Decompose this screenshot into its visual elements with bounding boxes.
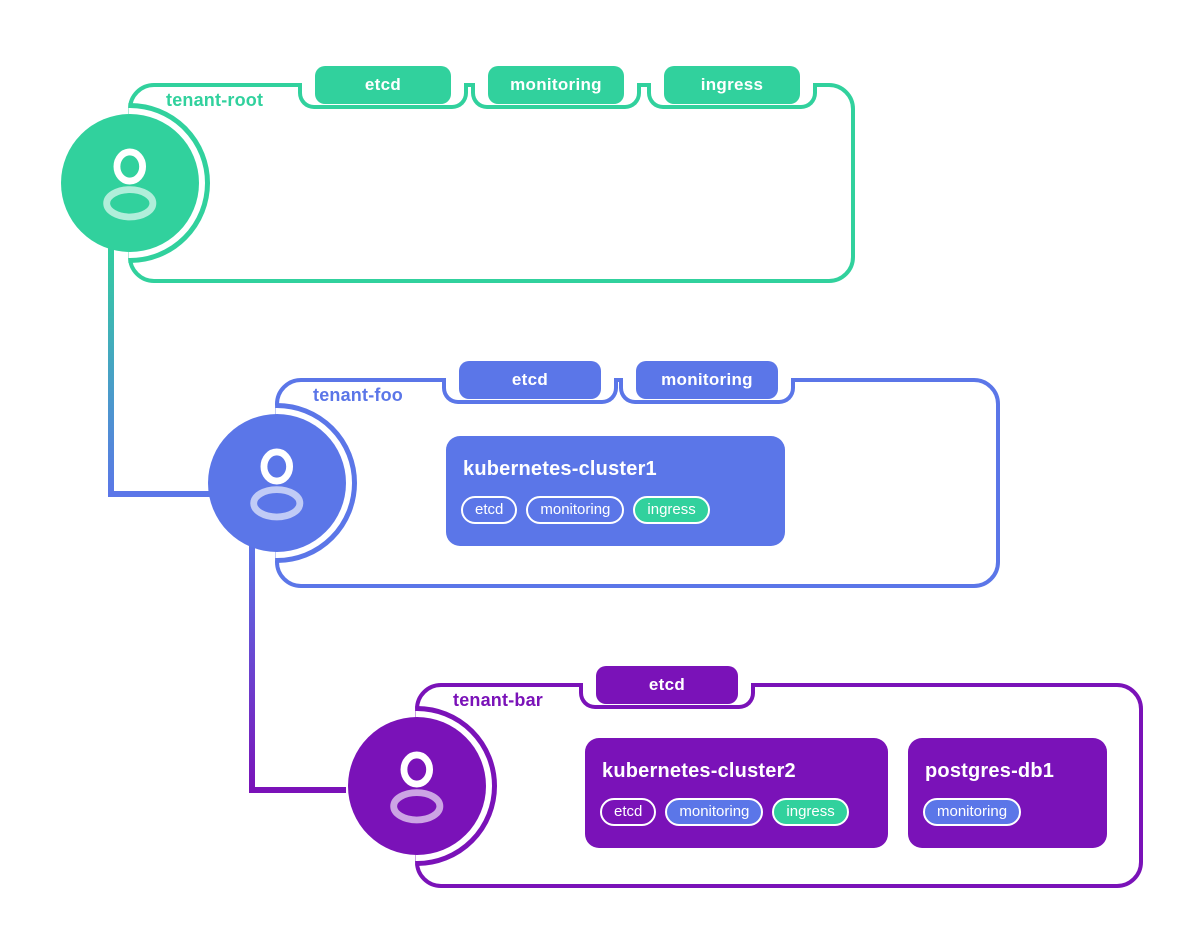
workload-card-kubernetes-cluster1: kubernetes-cluster1 etcd monitoring ingr… xyxy=(446,436,785,546)
person-icon xyxy=(348,716,486,855)
namespace-badge: monitoring xyxy=(636,361,778,399)
namespace-badge: etcd xyxy=(459,361,601,399)
tenant-avatar xyxy=(50,103,210,263)
capability-pill: monitoring xyxy=(923,798,1022,826)
workload-card-kubernetes-cluster2: kubernetes-cluster2 etcd monitoring ingr… xyxy=(585,738,888,848)
capability-pill: monitoring xyxy=(526,496,625,524)
workload-title: postgres-db1 xyxy=(925,760,1055,782)
namespace-badge: etcd xyxy=(596,666,738,704)
tenant-name-label: tenant-foo xyxy=(313,385,403,405)
namespace-socket: etcd xyxy=(442,361,618,404)
capability-pill: ingress xyxy=(633,496,710,524)
capability-pill: monitoring xyxy=(665,798,764,826)
namespace-socket: monitoring xyxy=(471,66,641,109)
namespace-socket: etcd xyxy=(579,666,755,709)
workload-title: kubernetes-cluster1 xyxy=(463,458,657,480)
workload-title: kubernetes-cluster2 xyxy=(602,760,796,782)
capability-pill-row: etcd monitoring ingress xyxy=(600,798,873,826)
connector-foo-to-bar-horizontal xyxy=(249,787,346,793)
connector-foo-to-bar-vertical xyxy=(249,540,255,793)
tenant-avatar xyxy=(337,705,497,866)
namespace-socket: monitoring xyxy=(619,361,795,404)
workload-card-postgres-db1: postgres-db1 monitoring xyxy=(908,738,1107,848)
tenant-name-label: tenant-root xyxy=(166,90,264,110)
tenant-box-bar: etcd tenant-bar kubernetes-cluster2 etcd… xyxy=(348,666,1143,888)
namespace-socket: ingress xyxy=(647,66,817,109)
namespace-badge: ingress xyxy=(664,66,800,104)
capability-pill-row: monitoring xyxy=(923,798,1092,826)
tenant-avatar xyxy=(197,403,357,563)
namespace-badge: etcd xyxy=(315,66,451,104)
namespace-socket: etcd xyxy=(298,66,468,109)
person-icon xyxy=(61,114,199,252)
tenant-box-foo: etcd monitoring tenant-foo kubernetes-cl… xyxy=(208,361,1000,588)
tenant-box-root: etcd monitoring ingress tenant-root xyxy=(61,66,855,283)
capability-pill: ingress xyxy=(772,798,849,826)
capability-pill-row: etcd monitoring ingress xyxy=(461,496,770,524)
person-icon xyxy=(208,414,346,552)
connector-root-to-foo-horizontal xyxy=(108,491,212,497)
capability-pill: etcd xyxy=(600,798,657,826)
connector-root-to-foo-vertical xyxy=(108,240,114,497)
capability-pill: etcd xyxy=(461,496,518,524)
namespace-badge: monitoring xyxy=(488,66,624,104)
tenant-name-label: tenant-bar xyxy=(453,690,544,710)
